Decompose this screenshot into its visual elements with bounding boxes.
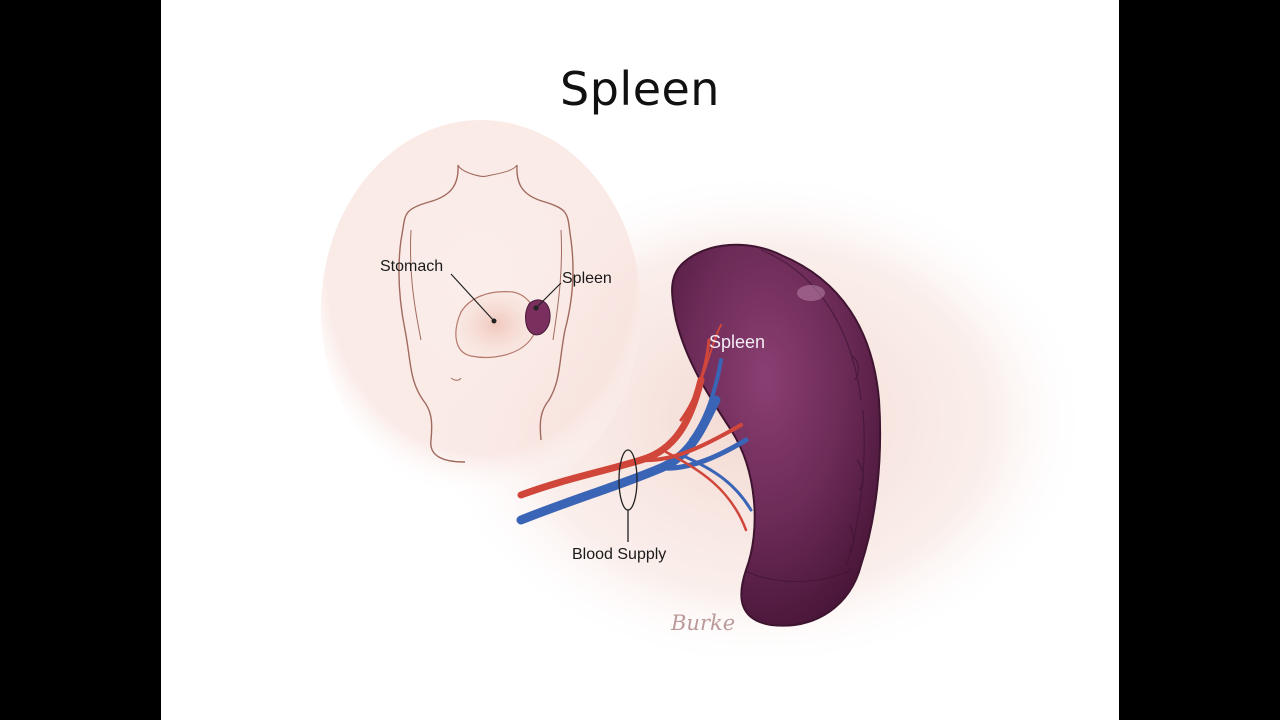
spleen-illustration: Stomach Spleen Spleen Blood Supply Burke bbox=[321, 120, 1091, 670]
spleen-highlight bbox=[797, 285, 825, 301]
spleen-pointer-dot bbox=[533, 305, 539, 311]
small-spleen-shape bbox=[525, 299, 551, 336]
blood-supply-label: Blood Supply bbox=[572, 546, 666, 563]
artery bbox=[517, 324, 748, 532]
vein bbox=[516, 358, 753, 525]
large-spleen-shape bbox=[671, 243, 882, 627]
spleen-texture bbox=[746, 249, 865, 583]
stomach-label: Stomach bbox=[380, 258, 443, 275]
slide-title: Spleen bbox=[560, 62, 720, 116]
slide: Spleen bbox=[161, 0, 1119, 720]
small-leaders bbox=[450, 273, 562, 322]
artist-signature: Burke bbox=[670, 611, 735, 635]
stomach-pointer-dot bbox=[491, 318, 497, 324]
stomach-shape bbox=[455, 291, 537, 358]
large-spleen-label: Spleen bbox=[709, 332, 765, 352]
torso bbox=[398, 164, 574, 463]
small-spleen-label: Spleen bbox=[562, 270, 612, 287]
